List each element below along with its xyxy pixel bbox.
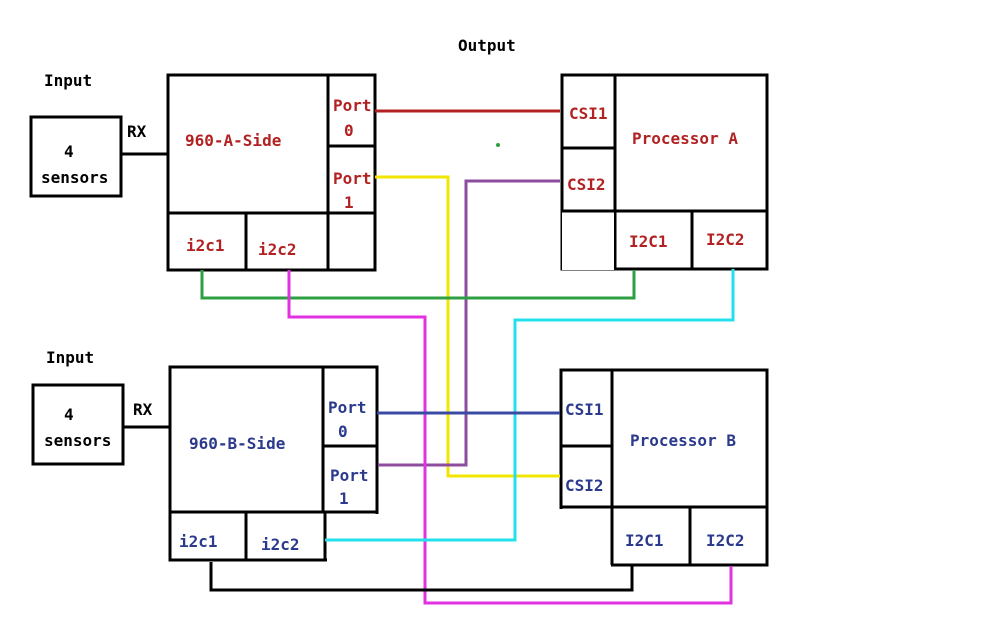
top-port0-label: Port	[333, 96, 372, 115]
wire-purple	[378, 179, 560, 467]
bottom-csi1-label: CSI1	[565, 400, 604, 419]
top-sensors-box	[29, 115, 123, 198]
top-proc-outline-fix	[562, 212, 614, 270]
bottom-sensors-box	[31, 383, 125, 466]
top-port1-label: Port	[333, 169, 372, 188]
top-sensors-count: 4	[64, 142, 74, 161]
top-port0-number: 0	[344, 121, 354, 140]
top-csi1-label: CSI1	[569, 104, 608, 123]
bottom-i2c1-label: i2c1	[179, 532, 218, 551]
bottom-proc-trim	[559, 509, 611, 567]
bottom-csi2-label: CSI2	[565, 476, 604, 495]
top-proc-i2c1-label: I2C1	[629, 232, 668, 251]
stray-dot	[496, 143, 500, 147]
wire-magenta	[287, 270, 733, 605]
bottom-port1-label: Port	[330, 466, 369, 485]
bottom-input-label: Input	[46, 348, 94, 367]
top-sensors-label: sensors	[41, 168, 108, 187]
bottom-deser-trim	[327, 514, 379, 562]
bottom-proc-i2c1-label: I2C1	[625, 531, 664, 550]
bottom-port0-number: 0	[338, 422, 348, 441]
top-processor-name: Processor A	[632, 129, 738, 148]
bottom-sensors-count: 4	[64, 405, 74, 424]
top-deserializer-box	[166, 73, 377, 272]
wire-black	[209, 562, 634, 592]
top-rx-label: RX	[127, 122, 147, 141]
top-input-label: Input	[44, 71, 92, 90]
top-csi2-label: CSI2	[567, 175, 606, 194]
bottom-i2c2-label: i2c2	[261, 535, 300, 554]
bottom-sensors-label: sensors	[44, 431, 111, 450]
bottom-port0-label: Port	[328, 398, 367, 417]
top-i2c2-label: i2c2	[258, 240, 297, 259]
top-i2c1-label: i2c1	[186, 236, 225, 255]
top-proc-i2c2-label: I2C2	[706, 230, 745, 249]
bottom-proc-i2c2-label: I2C2	[706, 531, 745, 550]
top-deserializer-name: 960-A-Side	[185, 131, 281, 150]
bottom-rx-label: RX	[133, 400, 153, 419]
wire-yellow	[375, 175, 560, 478]
bottom-deserializer-name: 960-B-Side	[189, 434, 285, 453]
bottom-processor-name: Processor B	[630, 431, 736, 450]
top-port1-number: 1	[344, 193, 354, 212]
bottom-port1-number: 1	[339, 489, 349, 508]
output-title: Output	[458, 36, 516, 55]
wire-cyan	[325, 269, 735, 542]
wire-green	[200, 270, 636, 300]
